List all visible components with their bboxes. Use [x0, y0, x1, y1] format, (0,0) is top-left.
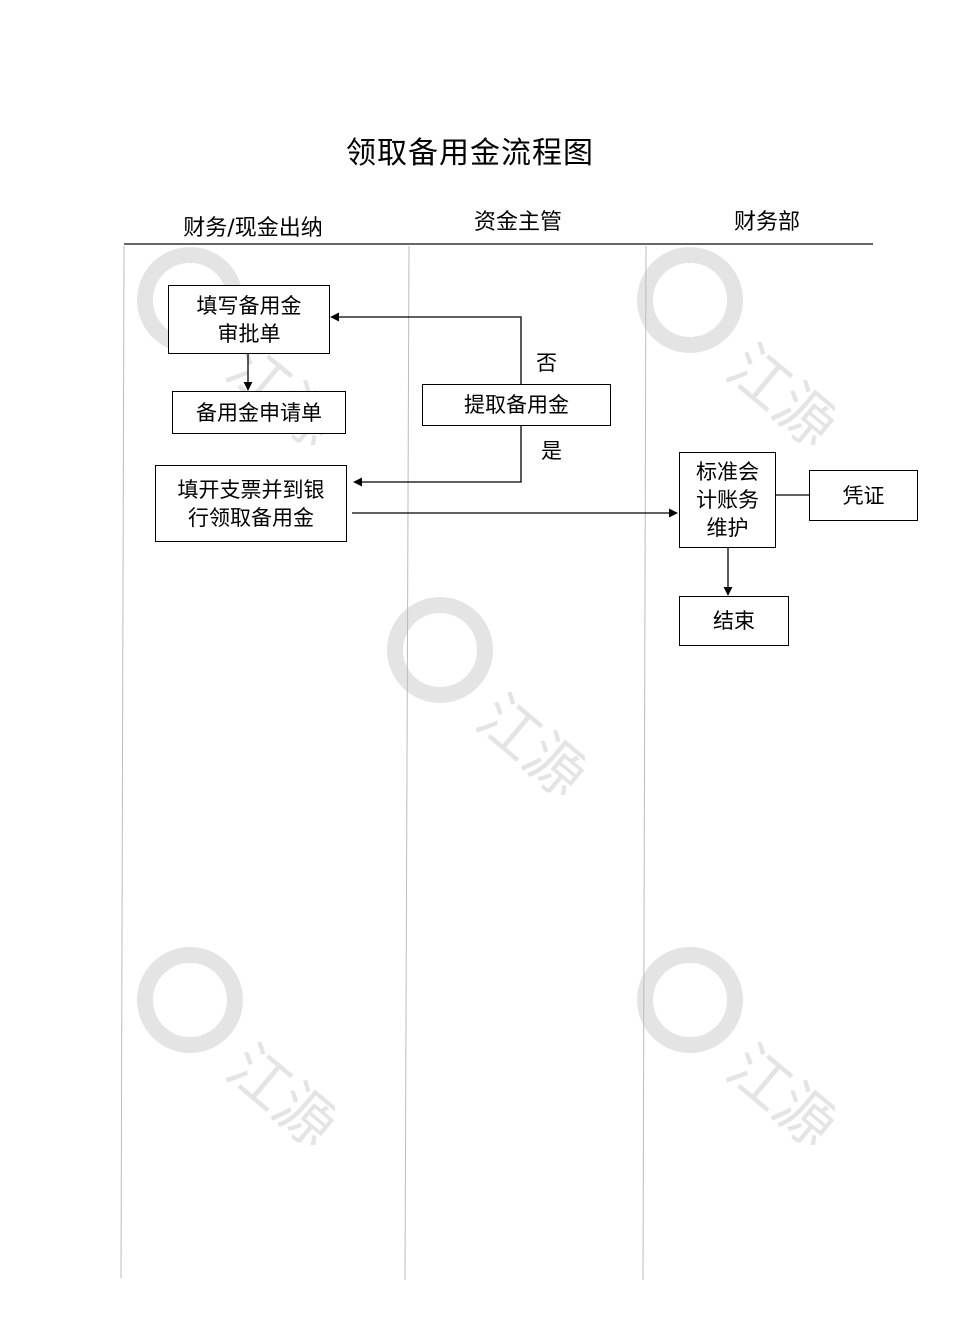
- node-voucher: 凭证: [809, 470, 918, 521]
- watermark-logo: 江源: [137, 947, 335, 1145]
- lane-divider: [120, 245, 125, 1279]
- node-fill-check: 填开支票并到银 行领取备用金: [155, 465, 347, 542]
- lane-divider: [404, 245, 410, 1281]
- watermark-logo: 江源: [637, 247, 835, 445]
- lane-header-cashier: 财务/现金出纳: [183, 216, 323, 241]
- node-end: 结束: [679, 596, 789, 646]
- edge-label-yes: 是: [541, 439, 562, 463]
- node-accounting-maintenance: 标准会 计账务 维护: [679, 452, 776, 548]
- node-withdraw-reserve: 提取备用金: [422, 384, 611, 426]
- edge-label-no: 否: [536, 351, 557, 375]
- arrow-yes-branch: [353, 426, 522, 487]
- lane-header-finance-dept: 财务部: [733, 210, 800, 235]
- page-title: 领取备用金流程图: [346, 136, 594, 171]
- watermark-logo: 江源: [637, 947, 835, 1145]
- watermark-logo: 江源: [387, 597, 585, 795]
- lane-divider: [642, 245, 647, 1281]
- node-fill-approval-form: 填写备用金 审批单: [168, 285, 330, 354]
- node-application-form: 备用金申请单: [172, 391, 346, 434]
- lane-header-fund-manager: 资金主管: [473, 210, 562, 235]
- arrow-no-branch: [330, 312, 522, 384]
